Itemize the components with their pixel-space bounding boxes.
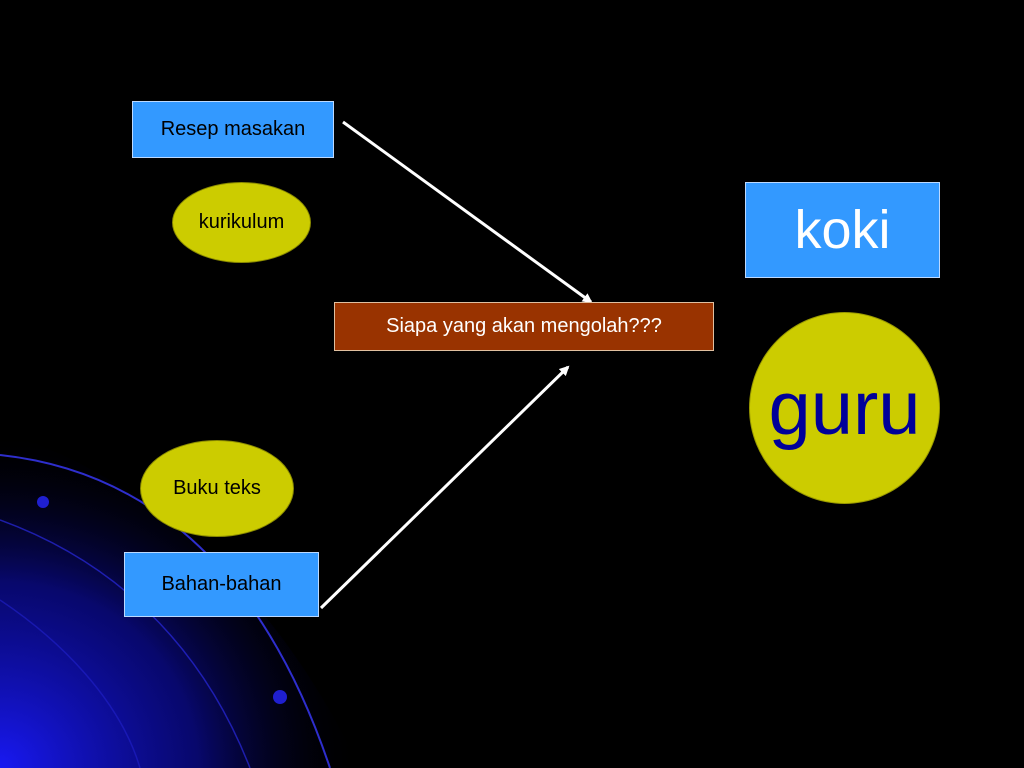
node-kurikulum-label: kurikulum bbox=[198, 211, 285, 233]
node-guru: guru bbox=[749, 312, 940, 504]
node-koki: koki bbox=[745, 182, 940, 278]
arrow-resep-to-siapa bbox=[342, 120, 593, 304]
node-bahan-bahan-label: Bahan-bahan bbox=[161, 573, 282, 595]
node-resep-masakan: Resep masakan bbox=[132, 101, 334, 158]
node-koki-label: koki bbox=[794, 200, 891, 260]
arrow-bahan-to-siapa bbox=[319, 365, 570, 610]
node-kurikulum: kurikulum bbox=[172, 182, 311, 263]
node-siapa-yang-akan-mengolah: Siapa yang akan mengolah??? bbox=[334, 302, 714, 351]
node-buku-teks-label: Buku teks bbox=[173, 477, 261, 499]
decor-curve-1 bbox=[0, 454, 331, 768]
decor-curve-3 bbox=[0, 599, 141, 768]
node-buku-teks: Buku teks bbox=[140, 440, 294, 537]
node-siapa-label: Siapa yang akan mengolah??? bbox=[386, 315, 662, 337]
decor-dot-2 bbox=[273, 690, 287, 704]
node-guru-label: guru bbox=[768, 365, 921, 451]
node-bahan-bahan: Bahan-bahan bbox=[124, 552, 319, 617]
node-resep-masakan-label: Resep masakan bbox=[160, 118, 306, 140]
decor-dot-1 bbox=[37, 496, 49, 508]
